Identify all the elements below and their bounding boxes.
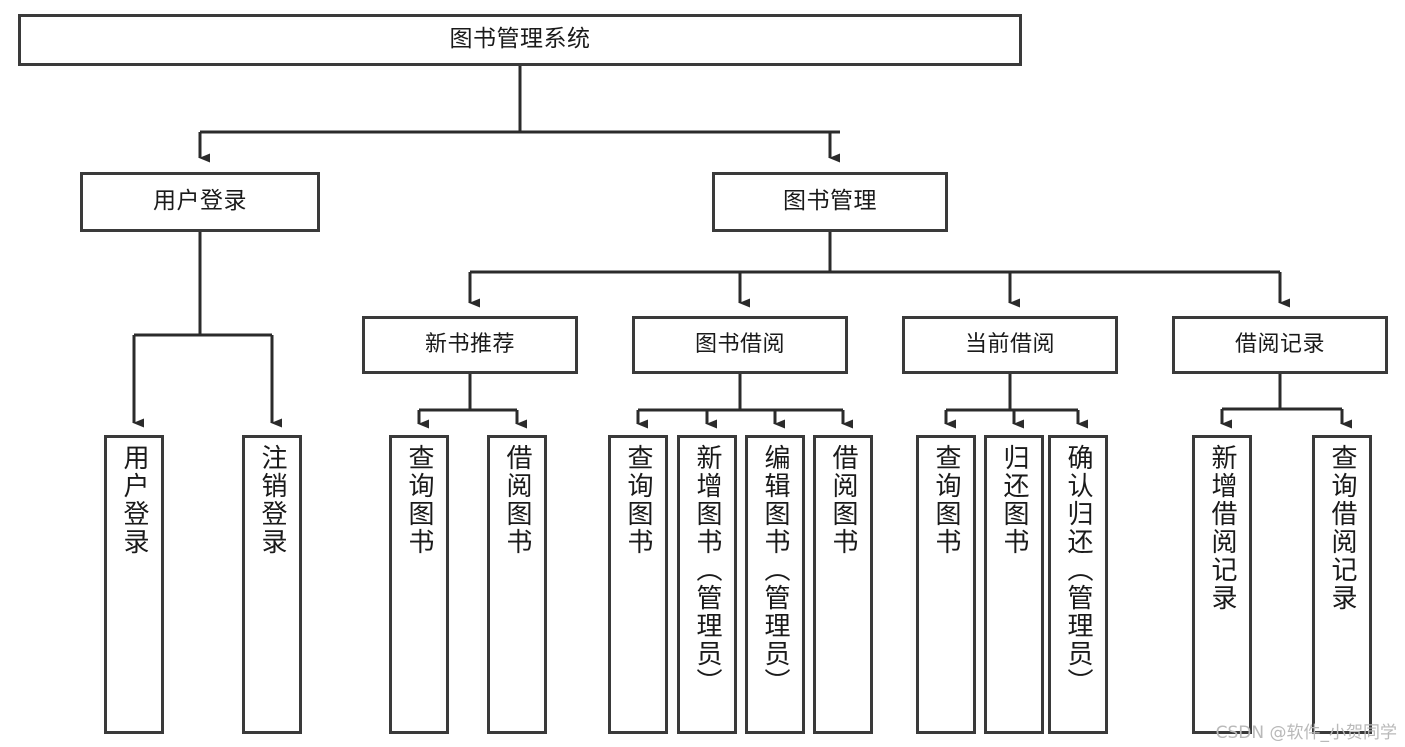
leaf-user-login-signin[interactable]: 用户登录 bbox=[104, 435, 164, 734]
node-label: 用户登录 bbox=[153, 188, 247, 215]
node-label: 查询图书 bbox=[404, 444, 434, 556]
leaf-book-borrow-borrow-book[interactable]: 借阅图书 bbox=[813, 435, 873, 734]
node-borrow-record[interactable]: 借阅记录 bbox=[1172, 316, 1388, 374]
node-label: 借阅图书 bbox=[828, 444, 858, 556]
node-label: 用户登录 bbox=[119, 444, 149, 556]
leaf-borrow-record-add-record[interactable]: 新增借阅记录 bbox=[1192, 435, 1252, 734]
node-book-borrow[interactable]: 图书借阅 bbox=[632, 316, 848, 374]
node-root-system[interactable]: 图书管理系统 bbox=[18, 14, 1022, 66]
leaf-borrow-record-query-record[interactable]: 查询借阅记录 bbox=[1312, 435, 1372, 734]
node-label: 图书借阅 bbox=[694, 331, 785, 357]
leaf-book-borrow-add-book[interactable]: 新增图书（管理员） bbox=[677, 435, 737, 734]
node-label: 新书推荐 bbox=[424, 331, 515, 357]
leaf-user-login-signout[interactable]: 注销登录 bbox=[242, 435, 302, 734]
node-label: 查询图书 bbox=[623, 444, 653, 556]
node-label: 注销登录 bbox=[257, 444, 287, 556]
node-current-borrow[interactable]: 当前借阅 bbox=[902, 316, 1118, 374]
node-label: 图书管理 bbox=[783, 188, 877, 215]
node-label: 借阅图书 bbox=[502, 444, 532, 556]
node-label: 编辑图书（管理员） bbox=[760, 444, 790, 696]
node-label: 确认归还（管理员） bbox=[1063, 444, 1093, 696]
leaf-current-borrow-return-book[interactable]: 归还图书 bbox=[984, 435, 1044, 734]
leaf-book-borrow-query-book[interactable]: 查询图书 bbox=[608, 435, 668, 734]
node-label: 查询图书 bbox=[931, 444, 961, 556]
node-label: 新增借阅记录 bbox=[1207, 444, 1237, 612]
node-label: 当前借阅 bbox=[964, 331, 1055, 357]
leaf-new-book-query-book[interactable]: 查询图书 bbox=[389, 435, 449, 734]
node-label: 新增图书（管理员） bbox=[692, 444, 722, 696]
leaf-book-borrow-edit-book[interactable]: 编辑图书（管理员） bbox=[745, 435, 805, 734]
node-new-book-recommend[interactable]: 新书推荐 bbox=[362, 316, 578, 374]
leaf-current-borrow-query-book[interactable]: 查询图书 bbox=[916, 435, 976, 734]
node-label: 归还图书 bbox=[999, 444, 1029, 556]
csdn-watermark: CSDN @软件_小贺同学 bbox=[1215, 723, 1397, 743]
leaf-current-borrow-confirm-return[interactable]: 确认归还（管理员） bbox=[1048, 435, 1108, 734]
leaf-new-book-borrow-book[interactable]: 借阅图书 bbox=[487, 435, 547, 734]
node-label: 借阅记录 bbox=[1234, 331, 1325, 357]
node-book-management[interactable]: 图书管理 bbox=[712, 172, 948, 232]
node-label: 图书管理系统 bbox=[449, 26, 591, 53]
node-user-login[interactable]: 用户登录 bbox=[80, 172, 320, 232]
node-label: 查询借阅记录 bbox=[1327, 444, 1357, 612]
